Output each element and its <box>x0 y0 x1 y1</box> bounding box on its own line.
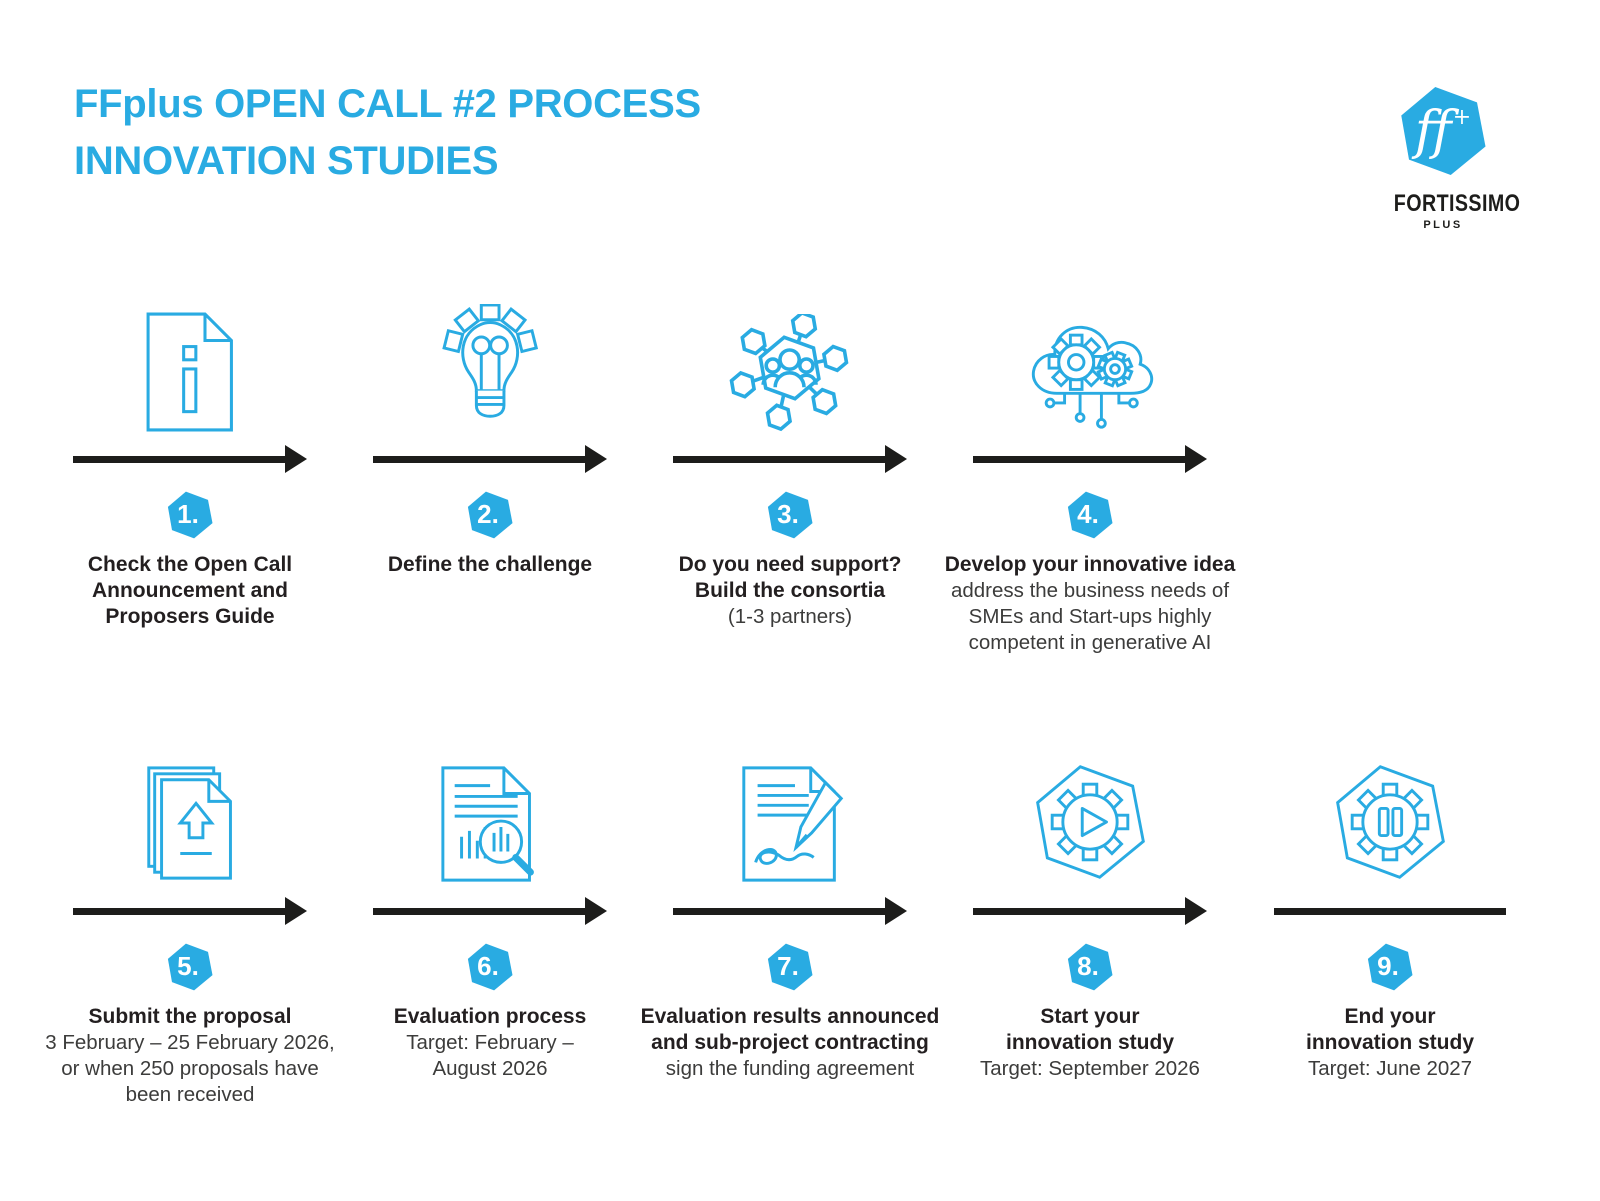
document-info-icon <box>146 312 234 432</box>
step-1-icon-box <box>143 296 237 434</box>
step-heading: Start your innovation study <box>1006 1005 1174 1054</box>
step-4-icon-box <box>1020 296 1160 434</box>
step-number-badge: 3. <box>762 488 818 542</box>
page-title: FFplus OPEN CALL #2 PROCESS INNOVATION S… <box>74 82 701 183</box>
process-arrow <box>940 434 1240 484</box>
logo-wordmark: FORTISSIMO <box>1393 190 1521 217</box>
logo-hexagon: ff+ <box>1392 80 1494 182</box>
step-6-icon-box <box>435 748 545 886</box>
step-4: 4. Develop your innovative idea address … <box>940 296 1240 656</box>
step-heading: Do you need support? Build the consortia <box>678 553 902 602</box>
step-9-icon-box <box>1326 748 1454 886</box>
arrowhead <box>285 445 307 473</box>
step-subtext: Target: September 2026 <box>980 1057 1200 1080</box>
arrowhead <box>1185 445 1207 473</box>
step-9: 9. End your innovation study Target: Jun… <box>1240 748 1540 1108</box>
step-number: 6. <box>477 950 499 981</box>
cloud-ai-gears-icon <box>1032 325 1154 429</box>
step-number-badge: 7. <box>762 940 818 994</box>
arrowhead <box>585 897 607 925</box>
step-heading: Check the Open Call Announcement and Pro… <box>87 553 293 628</box>
process-line <box>1240 886 1540 936</box>
step-subtext: sign the funding agreement <box>665 1057 915 1080</box>
step-2: 2. Define the challenge <box>340 296 640 656</box>
step-number-badge: 2. <box>462 488 518 542</box>
step-subtext: Target: February – August 2026 <box>406 1031 574 1080</box>
hexagon-gear-play-icon <box>1036 765 1145 879</box>
step-number: 1. <box>177 498 199 529</box>
step-8-icon-box <box>1026 748 1154 886</box>
step-1: 1. Check the Open Call Announcement and … <box>40 296 340 656</box>
lightbulb-gear-icon <box>442 304 538 418</box>
step-number-badge: 4. <box>1062 488 1118 542</box>
step-8: 8. Start your innovation study Target: S… <box>940 748 1240 1108</box>
process-row-2: 5. Submit the proposal 3 February – 25 F… <box>40 748 1540 1108</box>
step-number: 3. <box>777 498 799 529</box>
step-number: 8. <box>1077 950 1099 981</box>
step-number: 2. <box>477 498 499 529</box>
step-number: 4. <box>1077 498 1099 529</box>
step-7: 7. Evaluation results announced and sub-… <box>640 748 940 1108</box>
contract-signing-icon <box>742 766 844 882</box>
step-heading: Evaluation process <box>393 1005 587 1028</box>
step-heading: Develop your innovative idea <box>944 553 1236 576</box>
step-heading: End your innovation study <box>1306 1005 1474 1054</box>
step-subtext: 3 February – 25 February 2026, or when 2… <box>45 1031 335 1106</box>
process-arrow <box>40 434 340 484</box>
step-7-icon-box <box>732 748 848 886</box>
step-number: 9. <box>1377 950 1399 981</box>
step-heading: Submit the proposal <box>88 1005 292 1028</box>
step-number-badge: 5. <box>162 940 218 994</box>
process-arrow <box>340 886 640 936</box>
step-3: 3. Do you need support? Build the consor… <box>640 296 940 656</box>
step-number-badge: 1. <box>162 488 218 542</box>
logo-ff-text: ff <box>1414 101 1452 161</box>
step-heading: Evaluation results announced and sub-pro… <box>640 1005 940 1054</box>
logo-plus-text: + <box>1452 105 1472 130</box>
process-arrow <box>40 886 340 936</box>
step-3-icon-box <box>720 296 859 434</box>
process-row-1: 1. Check the Open Call Announcement and … <box>40 296 1240 656</box>
arrowhead <box>285 897 307 925</box>
step-6: 6. Evaluation process Target: February –… <box>340 748 640 1108</box>
logo-monogram: ff+ <box>1392 80 1494 182</box>
step-number-badge: 8. <box>1062 940 1118 994</box>
step-subtext: Target: June 2027 <box>1307 1057 1473 1080</box>
report-magnifier-icon <box>441 766 534 882</box>
step-number: 5. <box>177 950 199 981</box>
step-subtext: address the business needs of SMEs and S… <box>950 579 1230 654</box>
consortium-network-icon <box>729 314 849 432</box>
step-number-badge: 6. <box>462 940 518 994</box>
arrowhead <box>1185 897 1207 925</box>
arrowhead <box>885 445 907 473</box>
logo-tagline: PLUS <box>1423 219 1463 231</box>
hexagon-gear-pause-icon <box>1336 765 1445 879</box>
step-number-badge: 9. <box>1362 940 1418 994</box>
hexagon-shape-icon <box>1401 86 1486 176</box>
arrowhead <box>885 897 907 925</box>
step-number: 7. <box>777 950 799 981</box>
upload-documents-icon <box>147 766 232 880</box>
process-arrow <box>940 886 1240 936</box>
process-arrow <box>340 434 640 484</box>
process-arrow <box>640 434 940 484</box>
step-2-icon-box <box>436 296 544 434</box>
arrowhead <box>585 445 607 473</box>
fortissimo-logo: ff+ FORTISSIMO PLUS <box>1383 80 1521 231</box>
step-subtext: (1-3 partners) <box>727 605 853 628</box>
step-5-icon-box <box>135 748 245 886</box>
step-heading: Define the challenge <box>387 553 593 576</box>
process-arrow <box>640 886 940 936</box>
step-5: 5. Submit the proposal 3 February – 25 F… <box>40 748 340 1108</box>
